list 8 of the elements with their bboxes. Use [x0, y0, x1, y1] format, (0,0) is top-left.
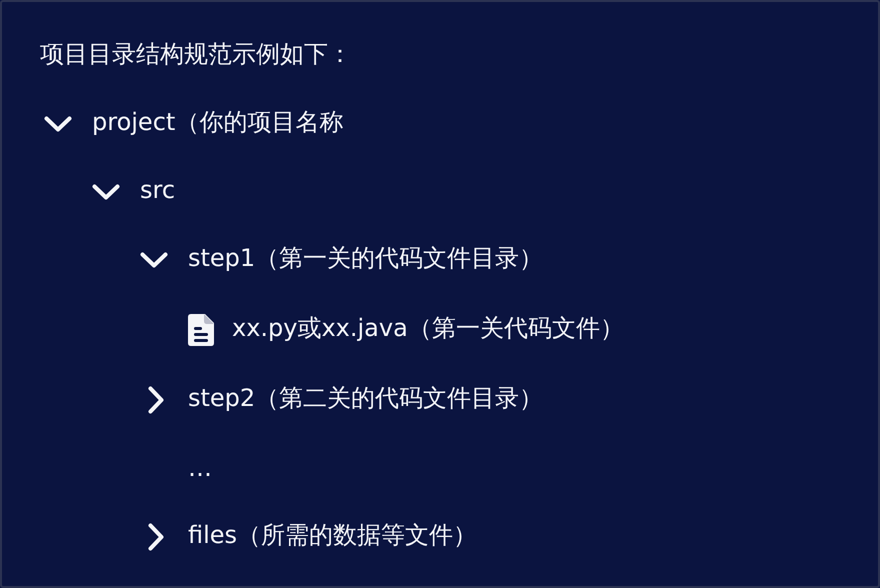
- folder-name: src: [140, 175, 176, 205]
- heading: 项目目录结构规范示例如下：: [40, 39, 352, 69]
- folder-name: files（所需的数据等文件）: [188, 520, 478, 550]
- file-name: xx.py或xx.java（第一关代码文件）: [232, 313, 624, 343]
- ellipsis: …: [188, 453, 212, 483]
- folder-name: step1（第一关的代码文件目录）: [188, 243, 544, 273]
- folder-name: step2（第二关的代码文件目录）: [188, 383, 544, 413]
- folder-name: project（你的项目名称: [92, 107, 344, 137]
